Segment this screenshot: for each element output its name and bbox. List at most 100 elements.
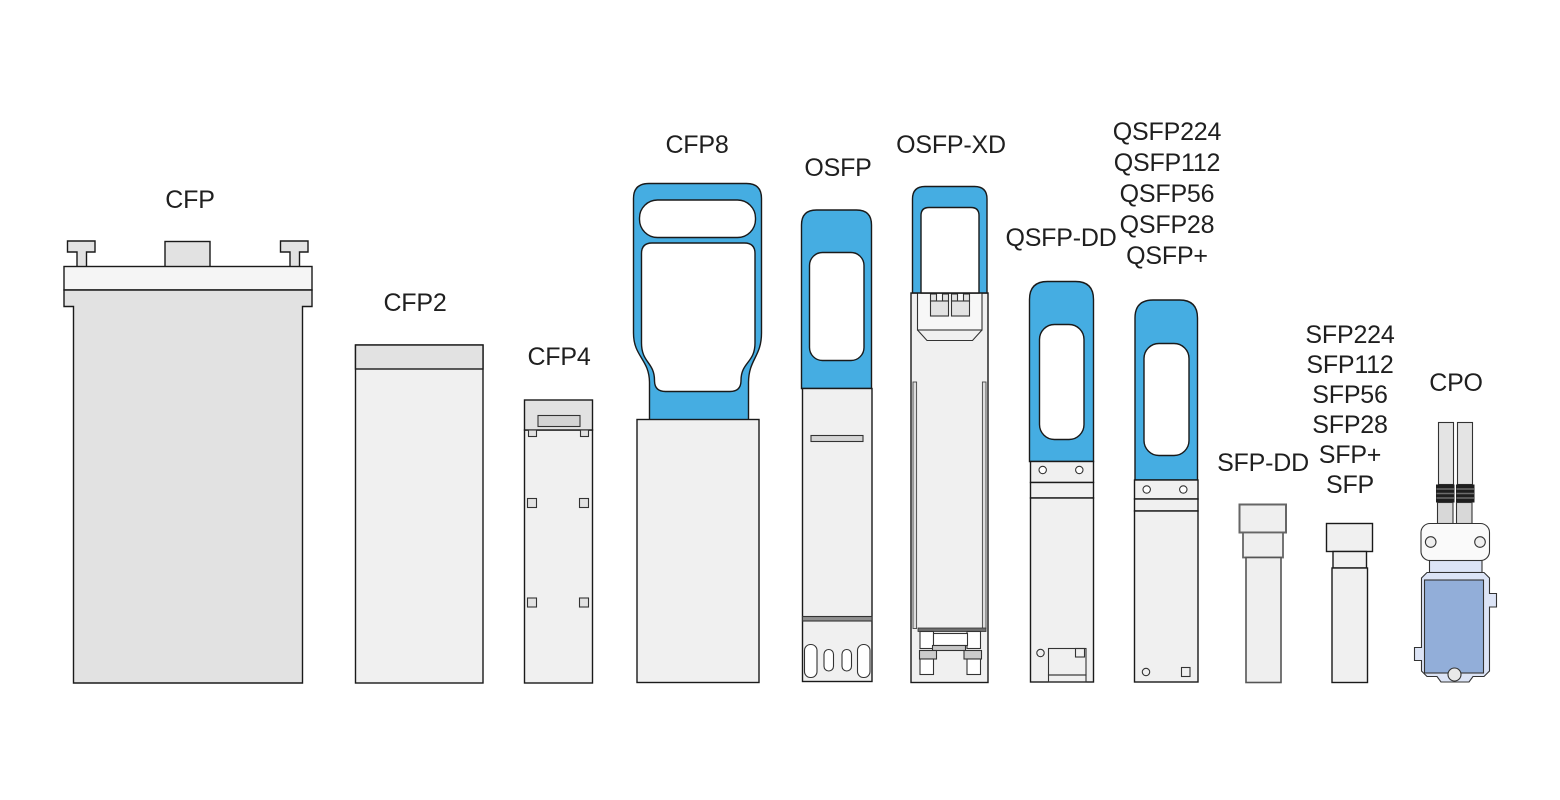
- osfp-contact-slot: [856, 643, 871, 679]
- osfp-xd-latch: [929, 293, 938, 302]
- qsfp-graphic: [1133, 299, 1199, 683]
- cfp2-label: CFP2: [383, 289, 447, 317]
- qsfp-plate: [1133, 498, 1199, 512]
- osfp-xd-rail-right: [981, 381, 987, 629]
- osfp-xd-graphic: [910, 185, 989, 684]
- qsfp-screw-hole: [1179, 485, 1188, 494]
- sfp-dd-label: SFP-DD: [1217, 449, 1309, 477]
- osfp-xd-latch: [962, 293, 971, 302]
- osfp-xd-rear-block: [918, 649, 938, 660]
- cpo-fiber-cable: [1437, 421, 1455, 486]
- osfp-xd-connector-taper: [917, 329, 983, 342]
- qsfp-dd-bottom-key: [1074, 647, 1086, 658]
- osfp-graphic: [800, 209, 873, 683]
- osfp-xd-body: [910, 292, 989, 684]
- cfp8-label: CFP8: [665, 131, 729, 159]
- osfp-xd-label: OSFP-XD: [896, 131, 1006, 159]
- cfp-screw-left-icon: [66, 240, 96, 268]
- cfp-graphic: [63, 240, 313, 684]
- qsfp-family-label: QSFP+: [1126, 242, 1208, 270]
- osfp-vent-slot: [810, 434, 864, 443]
- sfp-dd-body: [1245, 556, 1282, 684]
- cfp2-top-band: [354, 344, 484, 370]
- cfp-screw-right-icon: [279, 240, 309, 268]
- osfp-body: [801, 387, 873, 683]
- sfp-family-label: SFP112: [1306, 351, 1394, 379]
- osfp-contact-slot: [841, 648, 853, 672]
- osfp-label: OSFP: [804, 154, 872, 182]
- cpo-plate-screw: [1474, 536, 1486, 548]
- cfp4-clip-right: [579, 429, 590, 438]
- osfp-xd-latch: [941, 293, 950, 302]
- qsfp-dd-body: [1029, 497, 1095, 683]
- cpo-neck: [1428, 559, 1483, 574]
- osfp-xd-rear-block: [963, 649, 983, 660]
- cfp-faceplate: [63, 265, 313, 291]
- cfp-label: CFP: [165, 186, 215, 214]
- cfp4-pad: [526, 597, 538, 608]
- cpo-ferrule: [1436, 501, 1454, 525]
- cfp4-pad: [526, 497, 538, 509]
- cfp4-pad: [578, 497, 590, 509]
- sfp-dd-graphic: [1238, 503, 1287, 684]
- cfp2-body: [354, 344, 484, 684]
- qsfp-dd-graphic: [1028, 280, 1095, 683]
- qsfp-bottom-key: [1180, 666, 1191, 678]
- osfp-contact-slot: [803, 643, 818, 679]
- sfp-dd-cap: [1238, 503, 1287, 534]
- osfp-xd-rear-slot: [932, 632, 969, 647]
- osfp-contact-slot: [823, 648, 835, 672]
- osfp-tab-window: [808, 251, 865, 362]
- qsfp-family-label: QSFP112: [1113, 149, 1221, 177]
- sfp-graphic: [1325, 522, 1374, 684]
- sfp-neck: [1332, 550, 1368, 569]
- sfp-body: [1331, 567, 1369, 684]
- sfp-family-label: SFP56: [1312, 381, 1388, 409]
- qsfp-dd-bottom-ledge: [1047, 674, 1087, 683]
- osfp-xd-rear-bar: [931, 644, 967, 652]
- cfp2-graphic: [354, 344, 484, 684]
- qsfp-family-label-stack: QSFP224 QSFP112 QSFP56 QSFP28 QSFP+: [1112, 117, 1222, 272]
- cfp4-clip-left: [527, 429, 538, 438]
- cpo-graphic: [1413, 421, 1498, 683]
- cfp-top-boss: [164, 240, 211, 268]
- sfp-family-label: SFP+: [1318, 441, 1382, 469]
- osfp-xd-rear-slot: [966, 630, 982, 650]
- cpo-bottom-hole: [1447, 667, 1462, 682]
- cfp8-tab-slot: [638, 199, 757, 239]
- qsfp-dd-plate: [1029, 481, 1095, 499]
- osfp-xd-latch: [950, 293, 959, 302]
- sfp-cap: [1325, 522, 1374, 553]
- osfp-xd-connector-frame: [916, 292, 983, 331]
- osfp-xd-rear-slot: [919, 658, 935, 676]
- osfp-xd-rear-connector: [917, 627, 987, 676]
- qsfp-dd-screw-hole: [1075, 465, 1084, 475]
- cfp4-body: [523, 429, 594, 684]
- cfp-body: [63, 289, 313, 684]
- cpo-label: CPO: [1429, 369, 1483, 397]
- cpo-ferrule: [1455, 501, 1473, 525]
- cpo-boot-right: [1456, 484, 1475, 503]
- qsfp-tab-window: [1143, 342, 1190, 457]
- osfp-xd-connector: [916, 292, 983, 342]
- cpo-plate-screw: [1424, 536, 1437, 548]
- cfp4-slider: [537, 414, 581, 428]
- qsfp-bottom-hole: [1141, 667, 1151, 677]
- qsfp-dd-tab-window: [1038, 323, 1085, 441]
- osfp-xd-rear-slot: [966, 658, 982, 676]
- sfp-family-label: SFP: [1325, 471, 1375, 499]
- cfp8-body: [636, 418, 760, 684]
- cpo-fiber-cable: [1456, 421, 1474, 486]
- sfp-family-label: SFP28: [1312, 411, 1388, 439]
- qsfp-dd-bottom-hole: [1036, 648, 1045, 658]
- cfp4-graphic: [523, 399, 594, 684]
- cfp8-graphic: [632, 182, 763, 684]
- qsfp-body: [1133, 510, 1199, 683]
- cfp4-label: CFP4: [527, 343, 591, 371]
- qsfp-family-label: QSFP224: [1112, 118, 1222, 146]
- sfp-dd-neck: [1242, 531, 1284, 559]
- sfp-family-label: SFP224: [1305, 321, 1395, 349]
- cfp8-tab-window: [640, 242, 756, 393]
- osfp-xd-rail-left: [912, 381, 918, 629]
